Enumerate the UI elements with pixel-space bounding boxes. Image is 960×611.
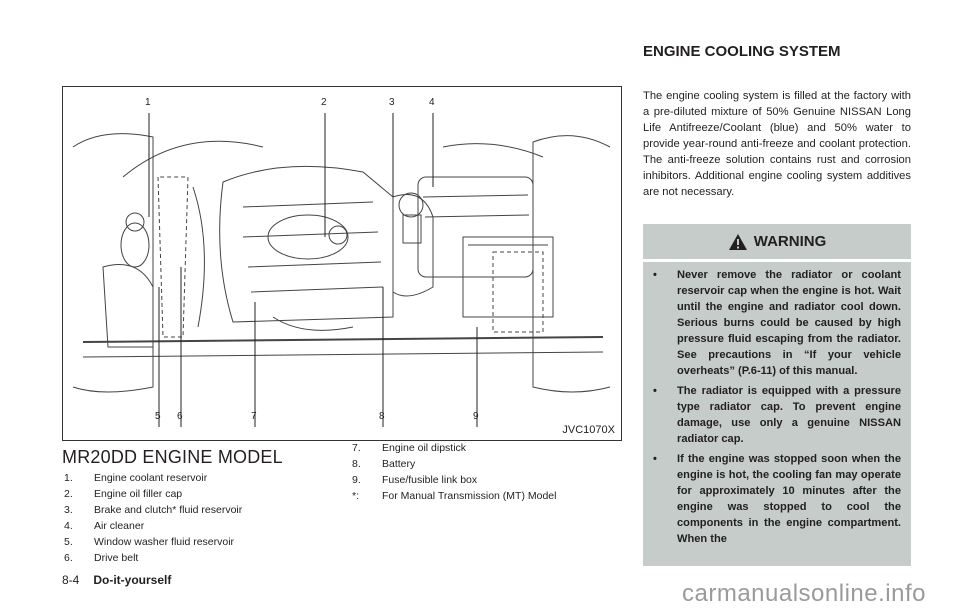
engine-diagram-figure: 1 2 3 4 5 6 7 8 9 JVC1070X (62, 86, 622, 441)
legend-item: 3.Brake and clutch* fluid reservoir (64, 504, 243, 516)
legend-item: 8.Battery (352, 458, 416, 470)
section-intro: The engine cooling system is filled at t… (643, 90, 911, 198)
watermark: carmanualsonline.info (682, 580, 926, 607)
legend-item: 4.Air cleaner (64, 520, 145, 532)
warning-item: •Never remove the radiator or coolant re… (653, 269, 901, 377)
legend-list-left: 1.Engine coolant reservoir 2.Engine oil … (64, 470, 242, 566)
legend-item: 7.Engine oil dipstick (352, 442, 467, 454)
warning-item: •The radiator is equipped with a pressur… (653, 385, 901, 445)
legend-item: 1.Engine coolant reservoir (64, 472, 208, 484)
legend-item: 5.Window washer fluid reservoir (64, 536, 235, 548)
warning-box: WARNING •Never remove the radiator or co… (643, 224, 911, 566)
bullet: • (653, 453, 657, 465)
callout-5: 5 (155, 411, 161, 422)
callout-3: 3 (389, 97, 395, 108)
callout-6: 6 (177, 411, 183, 422)
callout-8: 8 (379, 411, 385, 422)
legend-footnote: *:For Manual Transmission (MT) Model (352, 490, 557, 502)
bullet: • (653, 385, 657, 397)
bullet: • (653, 269, 657, 281)
callout-4: 4 (429, 97, 435, 108)
section-title: ENGINE COOLING SYSTEM (643, 43, 841, 60)
callout-2: 2 (321, 97, 327, 108)
page-number: 8-4 (62, 573, 80, 587)
legend-item: 2.Engine oil filler cap (64, 488, 183, 500)
legend-item: 9.Fuse/fusible link box (352, 474, 478, 486)
callout-7: 7 (251, 411, 257, 422)
model-title: MR20DD ENGINE MODEL (62, 447, 283, 467)
figure-id: JVC1070X (562, 424, 615, 436)
warning-title: WARNING (753, 233, 827, 250)
warning-triangle-icon (728, 233, 747, 250)
engine-bay-illustration (72, 113, 611, 427)
callout-1: 1 (145, 97, 151, 108)
page-footer: 8-4 Do-it-yourself (62, 573, 171, 587)
legend-item: 6.Drive belt (64, 552, 139, 564)
callout-9: 9 (473, 411, 479, 422)
legend-list-right: 7.Engine oil dipstick 8.Battery 9.Fuse/f… (352, 440, 556, 504)
warning-header: WARNING (643, 224, 911, 262)
footer-section: Do-it-yourself (93, 573, 172, 587)
warning-item: •If the engine was stopped soon when the… (653, 453, 901, 545)
